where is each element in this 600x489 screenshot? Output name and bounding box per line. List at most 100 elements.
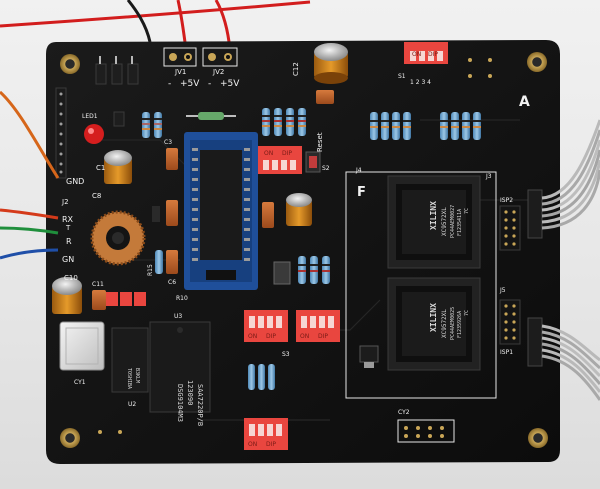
tantalum-c13 (316, 90, 334, 104)
resistors-right (370, 112, 481, 140)
label-plus5v-2: +5V (220, 79, 240, 89)
label-jv1: JV1 (174, 68, 186, 76)
dip-switch-middle (258, 146, 302, 174)
label-j5: J5 (499, 287, 506, 294)
resistors-top-left (113, 111, 162, 138)
transistors-row (95, 56, 139, 85)
toroid-inductor (90, 210, 146, 266)
serial-wires (0, 90, 60, 260)
mounting-holes (60, 52, 548, 448)
label-c11: C11 (92, 281, 104, 288)
label-minus-2: - (208, 79, 211, 89)
isp2-header (499, 205, 521, 251)
xilinx2-speed: 7C (464, 310, 470, 316)
ribbon-connectors (527, 189, 543, 367)
crystal-cy1 (59, 321, 105, 371)
label-rx: RX (62, 215, 74, 224)
dip-b1-dip: DIP (266, 333, 276, 340)
u3-line3: DSG9104M3 (176, 384, 184, 422)
label-c6: C6 (168, 279, 176, 286)
reset-button (305, 151, 321, 173)
label-isp1: ISP1 (500, 349, 513, 356)
label-led1: LED1 (82, 113, 98, 120)
resistors-top-middle (262, 108, 306, 136)
xilinx1-speed: 7C (464, 208, 470, 214)
s1-dip-label: DIP (428, 51, 438, 58)
tantalum-left-column (166, 148, 178, 274)
ic-u2 (111, 327, 149, 393)
xilinx1-brand: XILINX (429, 201, 438, 230)
led1 (84, 124, 104, 144)
label-jv2: JV2 (212, 68, 224, 76)
resistor-r15 (155, 250, 163, 274)
capacitor-c10 (52, 277, 82, 314)
tantalum-c11 (92, 290, 106, 310)
small-dip-row (106, 292, 146, 306)
inductor-green (186, 112, 236, 120)
label-u3: U3 (174, 313, 182, 320)
label-j4: J4 (355, 167, 362, 174)
small-crystal (273, 261, 291, 285)
capacitor-c12 (314, 43, 348, 84)
xilinx2-part: XC9572XL (441, 309, 448, 338)
capacitor-c1 (104, 150, 132, 184)
resistors-center (298, 256, 330, 284)
dip-b2-on: ON (300, 333, 309, 340)
label-gn: GN (62, 255, 74, 264)
corner-label-a: A (519, 94, 530, 110)
crystal-cy2 (397, 419, 455, 443)
xilinx2-brand: XILINX (429, 303, 438, 332)
cpld-socket-1 (387, 175, 481, 269)
dip-b3-dip: DIP (266, 441, 276, 448)
label-c1: C1 (96, 164, 105, 172)
label-c10: C10 (64, 274, 78, 282)
xilinx1-pkg: PC44AEM0027 (450, 205, 456, 238)
dip-b3-on: ON (248, 441, 257, 448)
dip-switch-bottom-3 (244, 418, 288, 450)
label-isp2: ISP2 (500, 197, 513, 204)
s1-nums-label: 1 2 3 4 (410, 79, 431, 86)
label-j2: J2 (61, 198, 69, 206)
label-s1: S1 (398, 73, 406, 80)
power-headers (163, 47, 238, 67)
label-r15: R15 (147, 264, 154, 276)
xilinx-area-outline (345, 171, 497, 399)
label-minus-1: - (168, 79, 171, 89)
ribbon-cables (541, 119, 600, 401)
tantalum-mid (262, 202, 274, 228)
label-j3: J3 (485, 173, 492, 180)
small-cap-left (152, 206, 160, 222)
dip-b2-dip: DIP (318, 333, 328, 340)
xilinx2-code: F1235926A (457, 311, 463, 338)
label-c3: C3 (164, 139, 172, 146)
label-c12: C12 (292, 62, 300, 76)
label-t: T (65, 224, 71, 232)
label-gnd-top: GND (66, 177, 84, 186)
xilinx2-pkg: PC44AEM0025 (450, 307, 456, 340)
dip-switch-bottom-1 (244, 310, 288, 342)
label-s2: S2 (322, 165, 330, 172)
label-cy1: CY1 (74, 379, 86, 386)
u2-brand: TOSHIBA (126, 368, 132, 389)
programming-socket (184, 132, 258, 290)
u3-line1: SAA7220P/B (196, 384, 204, 426)
u2-line: B3KLM (134, 368, 140, 383)
dip-switch-s1 (404, 42, 448, 64)
label-cy2: CY2 (398, 409, 410, 416)
capacitor-middle (286, 193, 312, 226)
xilinx1-code: F1235411A (457, 209, 463, 236)
section-label-f: F (357, 185, 366, 200)
vias (98, 58, 492, 434)
isp1-header (499, 299, 521, 345)
label-u2: U2 (128, 401, 136, 408)
label-s3: S3 (282, 351, 290, 358)
regulator (359, 345, 379, 368)
dip-switch-bottom-2 (296, 310, 340, 342)
s1-on-label: ON (412, 51, 421, 58)
dip-b1-on: ON (248, 333, 257, 340)
ic-u3 (149, 321, 211, 413)
dip-middle-dip: DIP (282, 150, 292, 157)
label-r10: R10 (176, 295, 188, 302)
label-r: R (66, 237, 72, 246)
